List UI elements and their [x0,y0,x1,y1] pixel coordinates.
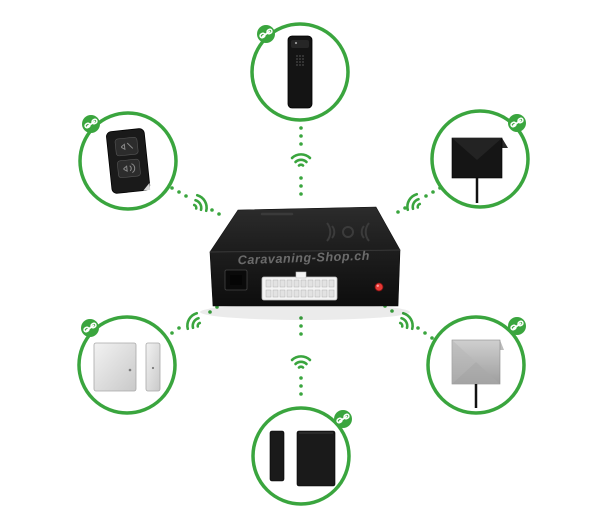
black-motion-sensor-icon [451,137,508,203]
remote-control-icon [106,128,151,194]
black-door-contact-icon [269,430,336,487]
link-icon [82,115,100,133]
wireless-siren-icon [287,35,313,109]
connector-pins [265,279,335,298]
wifi-signals [186,153,422,369]
connector-upper-left [170,186,221,216]
link-icon [508,114,526,132]
peripheral-bottom [251,406,352,506]
connectors [163,126,442,396]
wifi-signal-icon [406,192,422,212]
link-icon [257,25,275,43]
wifi-signal-icon [290,153,312,167]
peripheral-top [250,22,350,122]
white-door-contact-icon [93,342,161,392]
peripheral-lower-right [426,315,526,415]
connector-bottom [299,316,303,396]
peripheral-upper-left [78,111,178,211]
connector-top [299,126,303,196]
alarm-control-unit-icon: Caravaning-Shop.ch [200,206,410,320]
watermark-text: Caravaning-Shop.ch [237,249,370,268]
wifi-signal-icon [192,193,208,213]
connector-lower-right [383,304,434,340]
link-icon [334,410,352,428]
wifi-signal-icon [290,355,312,369]
wifi-signal-icon [398,311,414,331]
peripheral-lower-left [77,315,177,415]
peripheral-upper-right [430,109,530,209]
wifi-signal-icon [186,311,202,331]
link-icon [508,317,526,335]
status-led [374,282,384,292]
grey-motion-sensor-icon [451,339,504,408]
link-icon [81,319,99,337]
